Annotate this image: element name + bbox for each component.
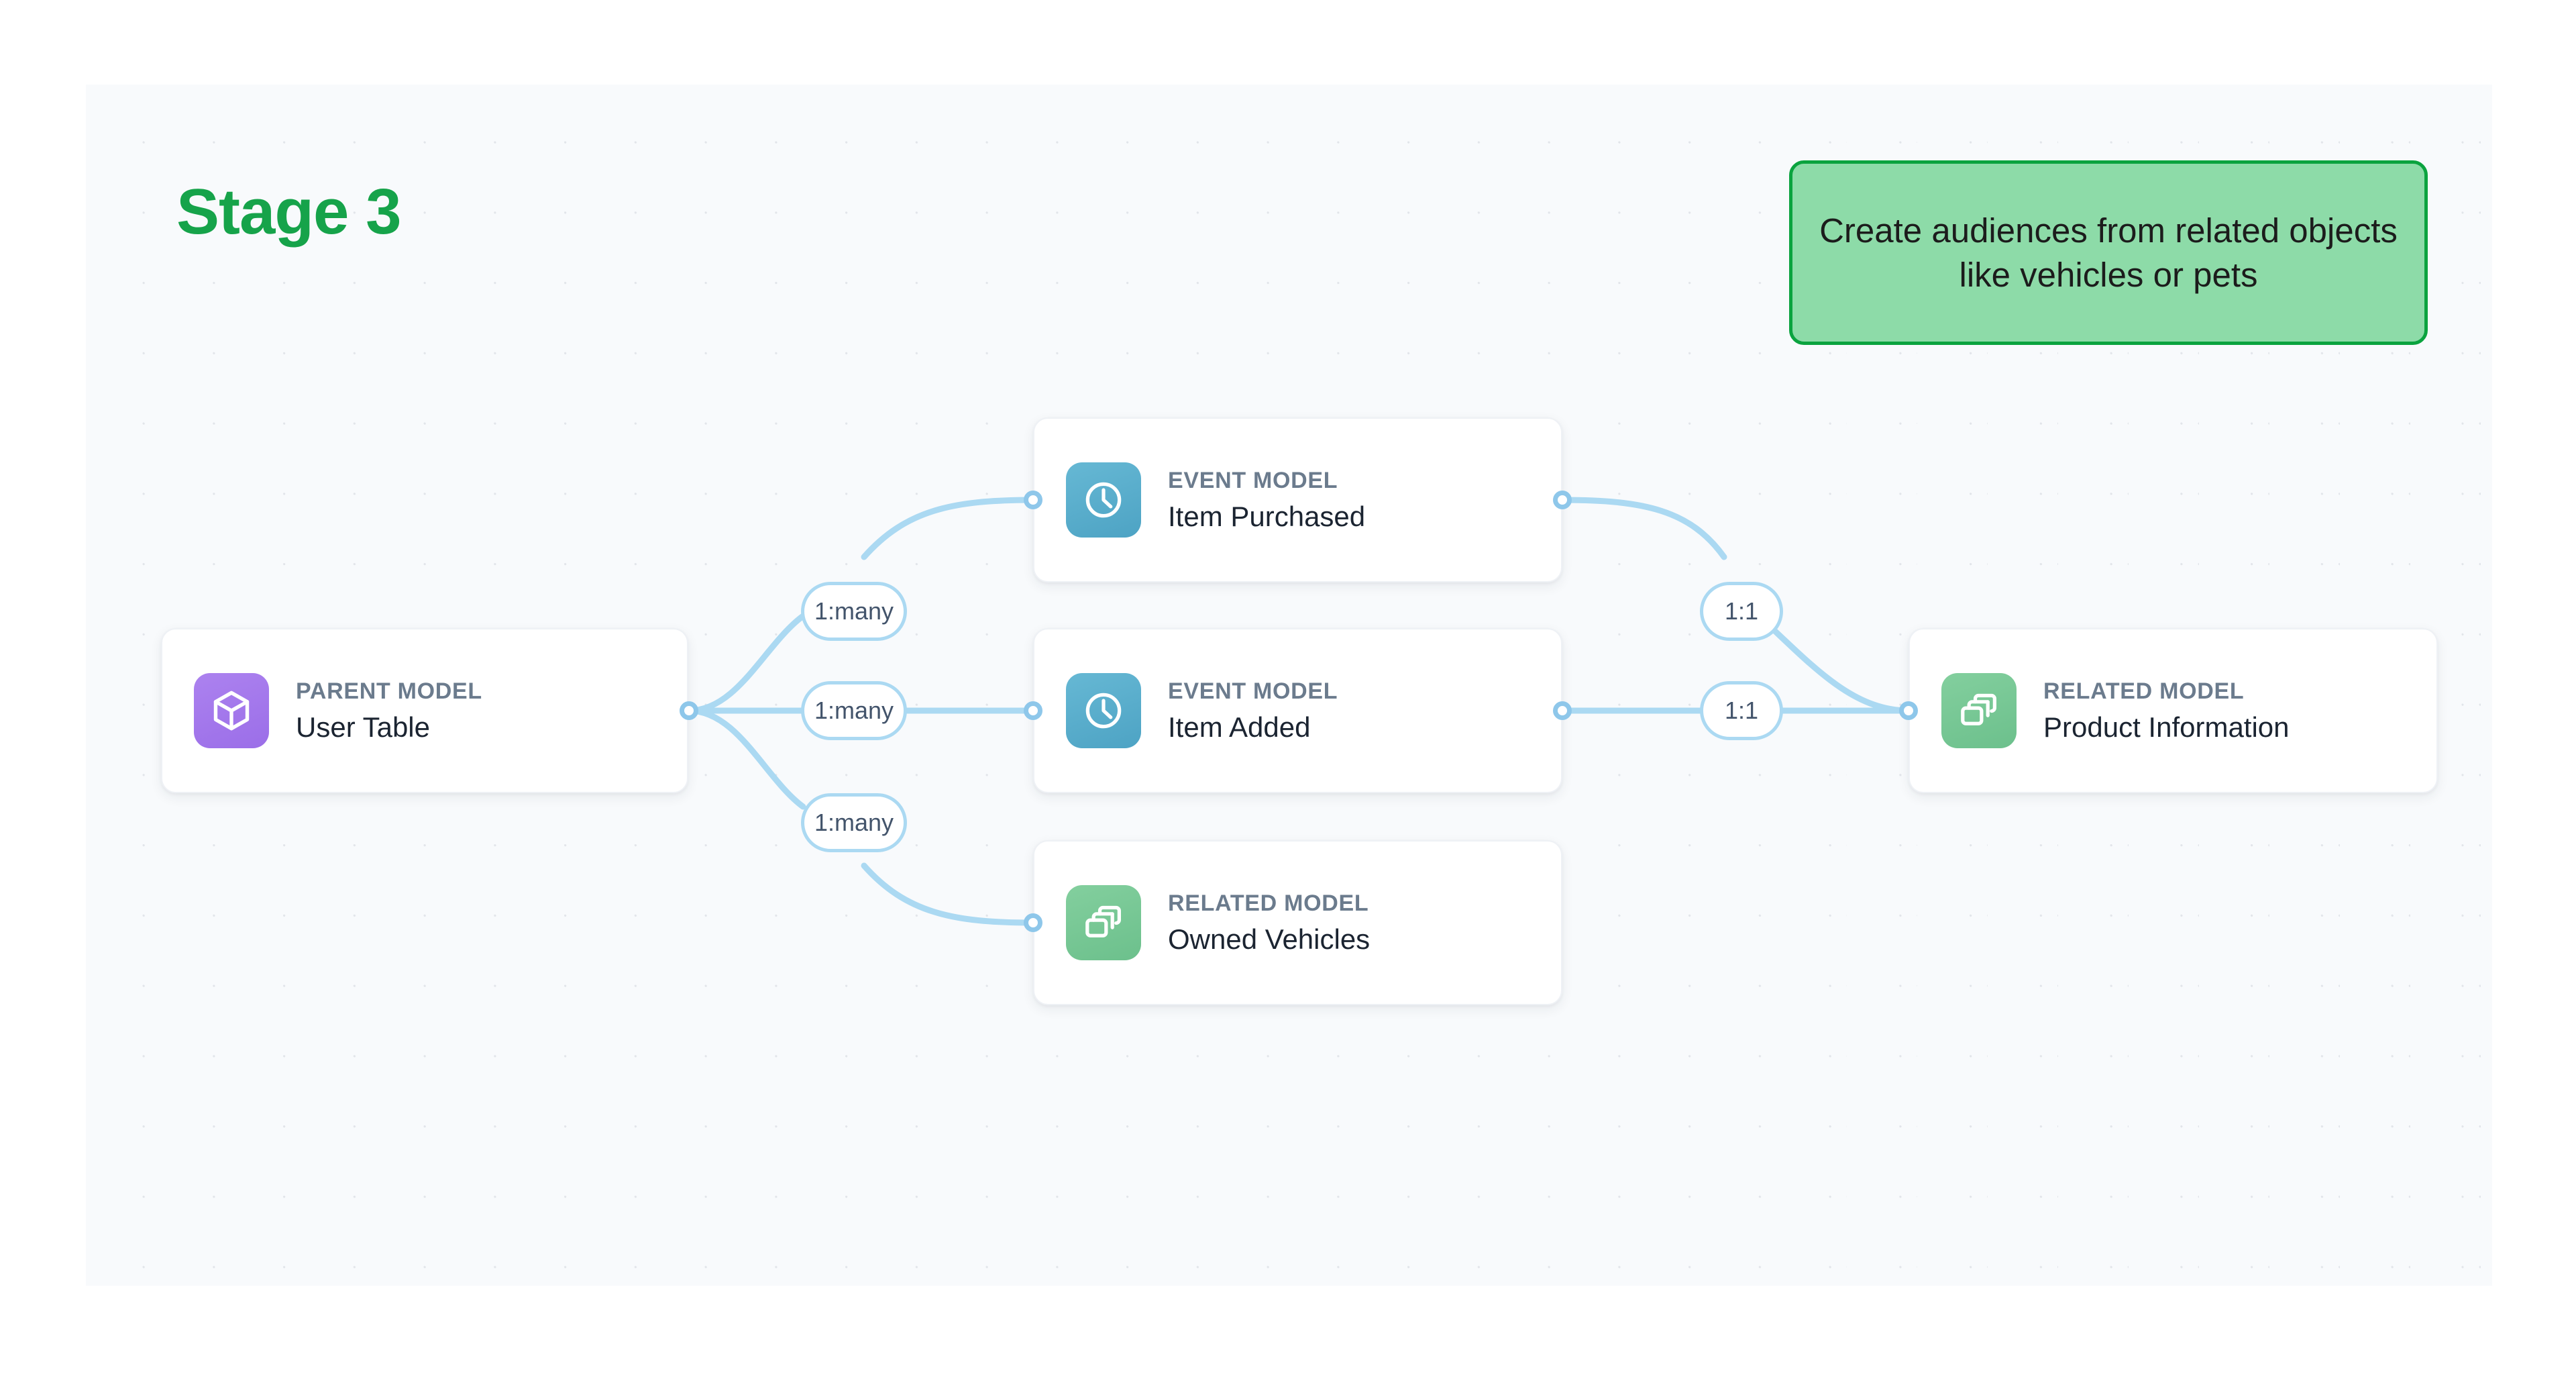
node-kind-label: EVENT MODEL xyxy=(1168,678,1338,704)
node-title-label: Item Added xyxy=(1168,711,1311,744)
callout-box: Create audiences from related objects li… xyxy=(1789,160,2428,345)
node-text: EVENT MODEL Item Added xyxy=(1168,677,1338,745)
stacked-layers-icon xyxy=(1066,885,1141,960)
port-user-table-out[interactable] xyxy=(680,701,698,720)
node-kind-label: RELATED MODEL xyxy=(2043,678,2245,704)
node-title-label: Item Purchased xyxy=(1168,501,1366,533)
port-item-added-in[interactable] xyxy=(1024,701,1042,720)
cube-icon xyxy=(194,673,269,748)
node-kind-label: PARENT MODEL xyxy=(296,678,482,704)
port-item-purchased-out[interactable] xyxy=(1553,491,1572,509)
node-owned-vehicles[interactable]: RELATED MODEL Owned Vehicles xyxy=(1033,840,1562,1005)
node-title-label: Owned Vehicles xyxy=(1168,923,1371,956)
relationship-label-user-to-added[interactable]: 1:many xyxy=(801,681,907,740)
relationship-label-user-to-purchased[interactable]: 1:many xyxy=(801,582,907,641)
node-text: EVENT MODEL Item Purchased xyxy=(1168,466,1365,534)
port-product-information-in[interactable] xyxy=(1899,701,1918,720)
relationship-label-added-to-product[interactable]: 1:1 xyxy=(1700,681,1783,740)
port-owned-vehicles-in[interactable] xyxy=(1024,913,1042,932)
node-product-information[interactable]: RELATED MODEL Product Information xyxy=(1909,628,2438,793)
node-item-purchased[interactable]: EVENT MODEL Item Purchased xyxy=(1033,417,1562,582)
node-title-label: Product Information xyxy=(2043,711,2290,744)
page-title: Stage 3 xyxy=(176,176,401,248)
node-text: PARENT MODEL User Table xyxy=(296,677,482,745)
port-item-added-out[interactable] xyxy=(1553,701,1572,720)
clock-icon xyxy=(1066,673,1141,748)
relationship-label-user-to-vehicles[interactable]: 1:many xyxy=(801,793,907,852)
node-text: RELATED MODEL Product Information xyxy=(2043,677,2290,745)
stacked-layers-icon xyxy=(1941,673,2017,748)
node-user-table[interactable]: PARENT MODEL User Table xyxy=(161,628,688,793)
port-item-purchased-in[interactable] xyxy=(1024,491,1042,509)
clock-icon xyxy=(1066,462,1141,538)
node-item-added[interactable]: EVENT MODEL Item Added xyxy=(1033,628,1562,793)
node-text: RELATED MODEL Owned Vehicles xyxy=(1168,889,1370,957)
callout-text: Create audiences from related objects li… xyxy=(1819,211,2398,294)
node-kind-label: RELATED MODEL xyxy=(1168,890,1369,916)
node-kind-label: EVENT MODEL xyxy=(1168,467,1338,493)
node-title-label: User Table xyxy=(296,711,430,744)
relationship-label-purchased-to-product[interactable]: 1:1 xyxy=(1700,582,1783,641)
